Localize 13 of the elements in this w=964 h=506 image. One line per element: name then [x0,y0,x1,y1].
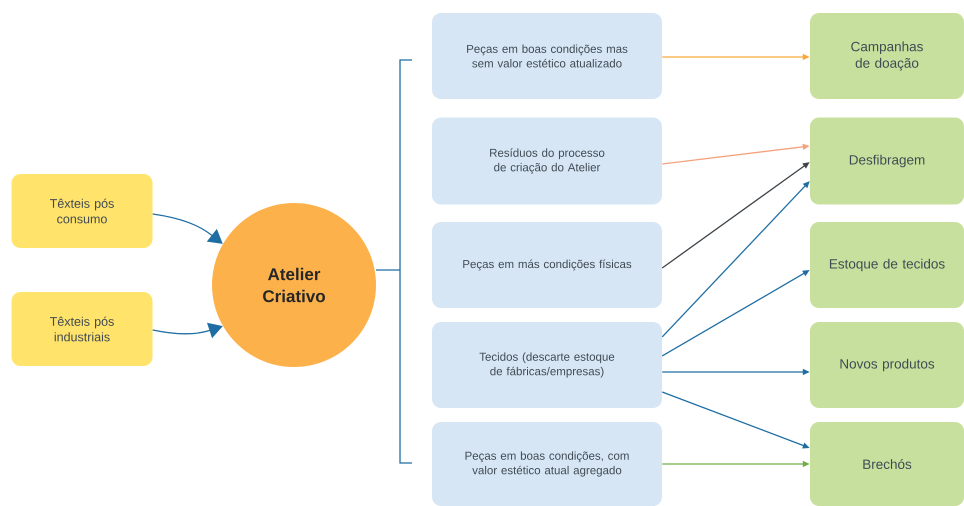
outcome-box: Estoque de tecidos [810,222,964,308]
process-box: Resíduos do processo de criação do Atelier [432,118,662,204]
process-box: Peças em boas condições mas sem valor estético atualizado [432,13,662,99]
circle-node: Atelier Criativo [212,203,376,367]
process-box: Peças em más condições físicas [432,222,662,308]
outcome-box: Novos produtos [810,322,964,408]
node-box: Têxteis pós industriais [12,292,153,366]
node-box: Têxteis pós consumo [12,174,153,248]
process-box: Tecidos (descarte estoque de fábricas/empresas) [432,322,662,408]
outcome-box: Brechós [810,422,964,506]
process-box: Peças em boas condições, com valor estético atual agregado [432,422,662,506]
outcome-box: Desfibragem [810,118,964,204]
outcome-box: Campanhas de doação [810,13,964,99]
